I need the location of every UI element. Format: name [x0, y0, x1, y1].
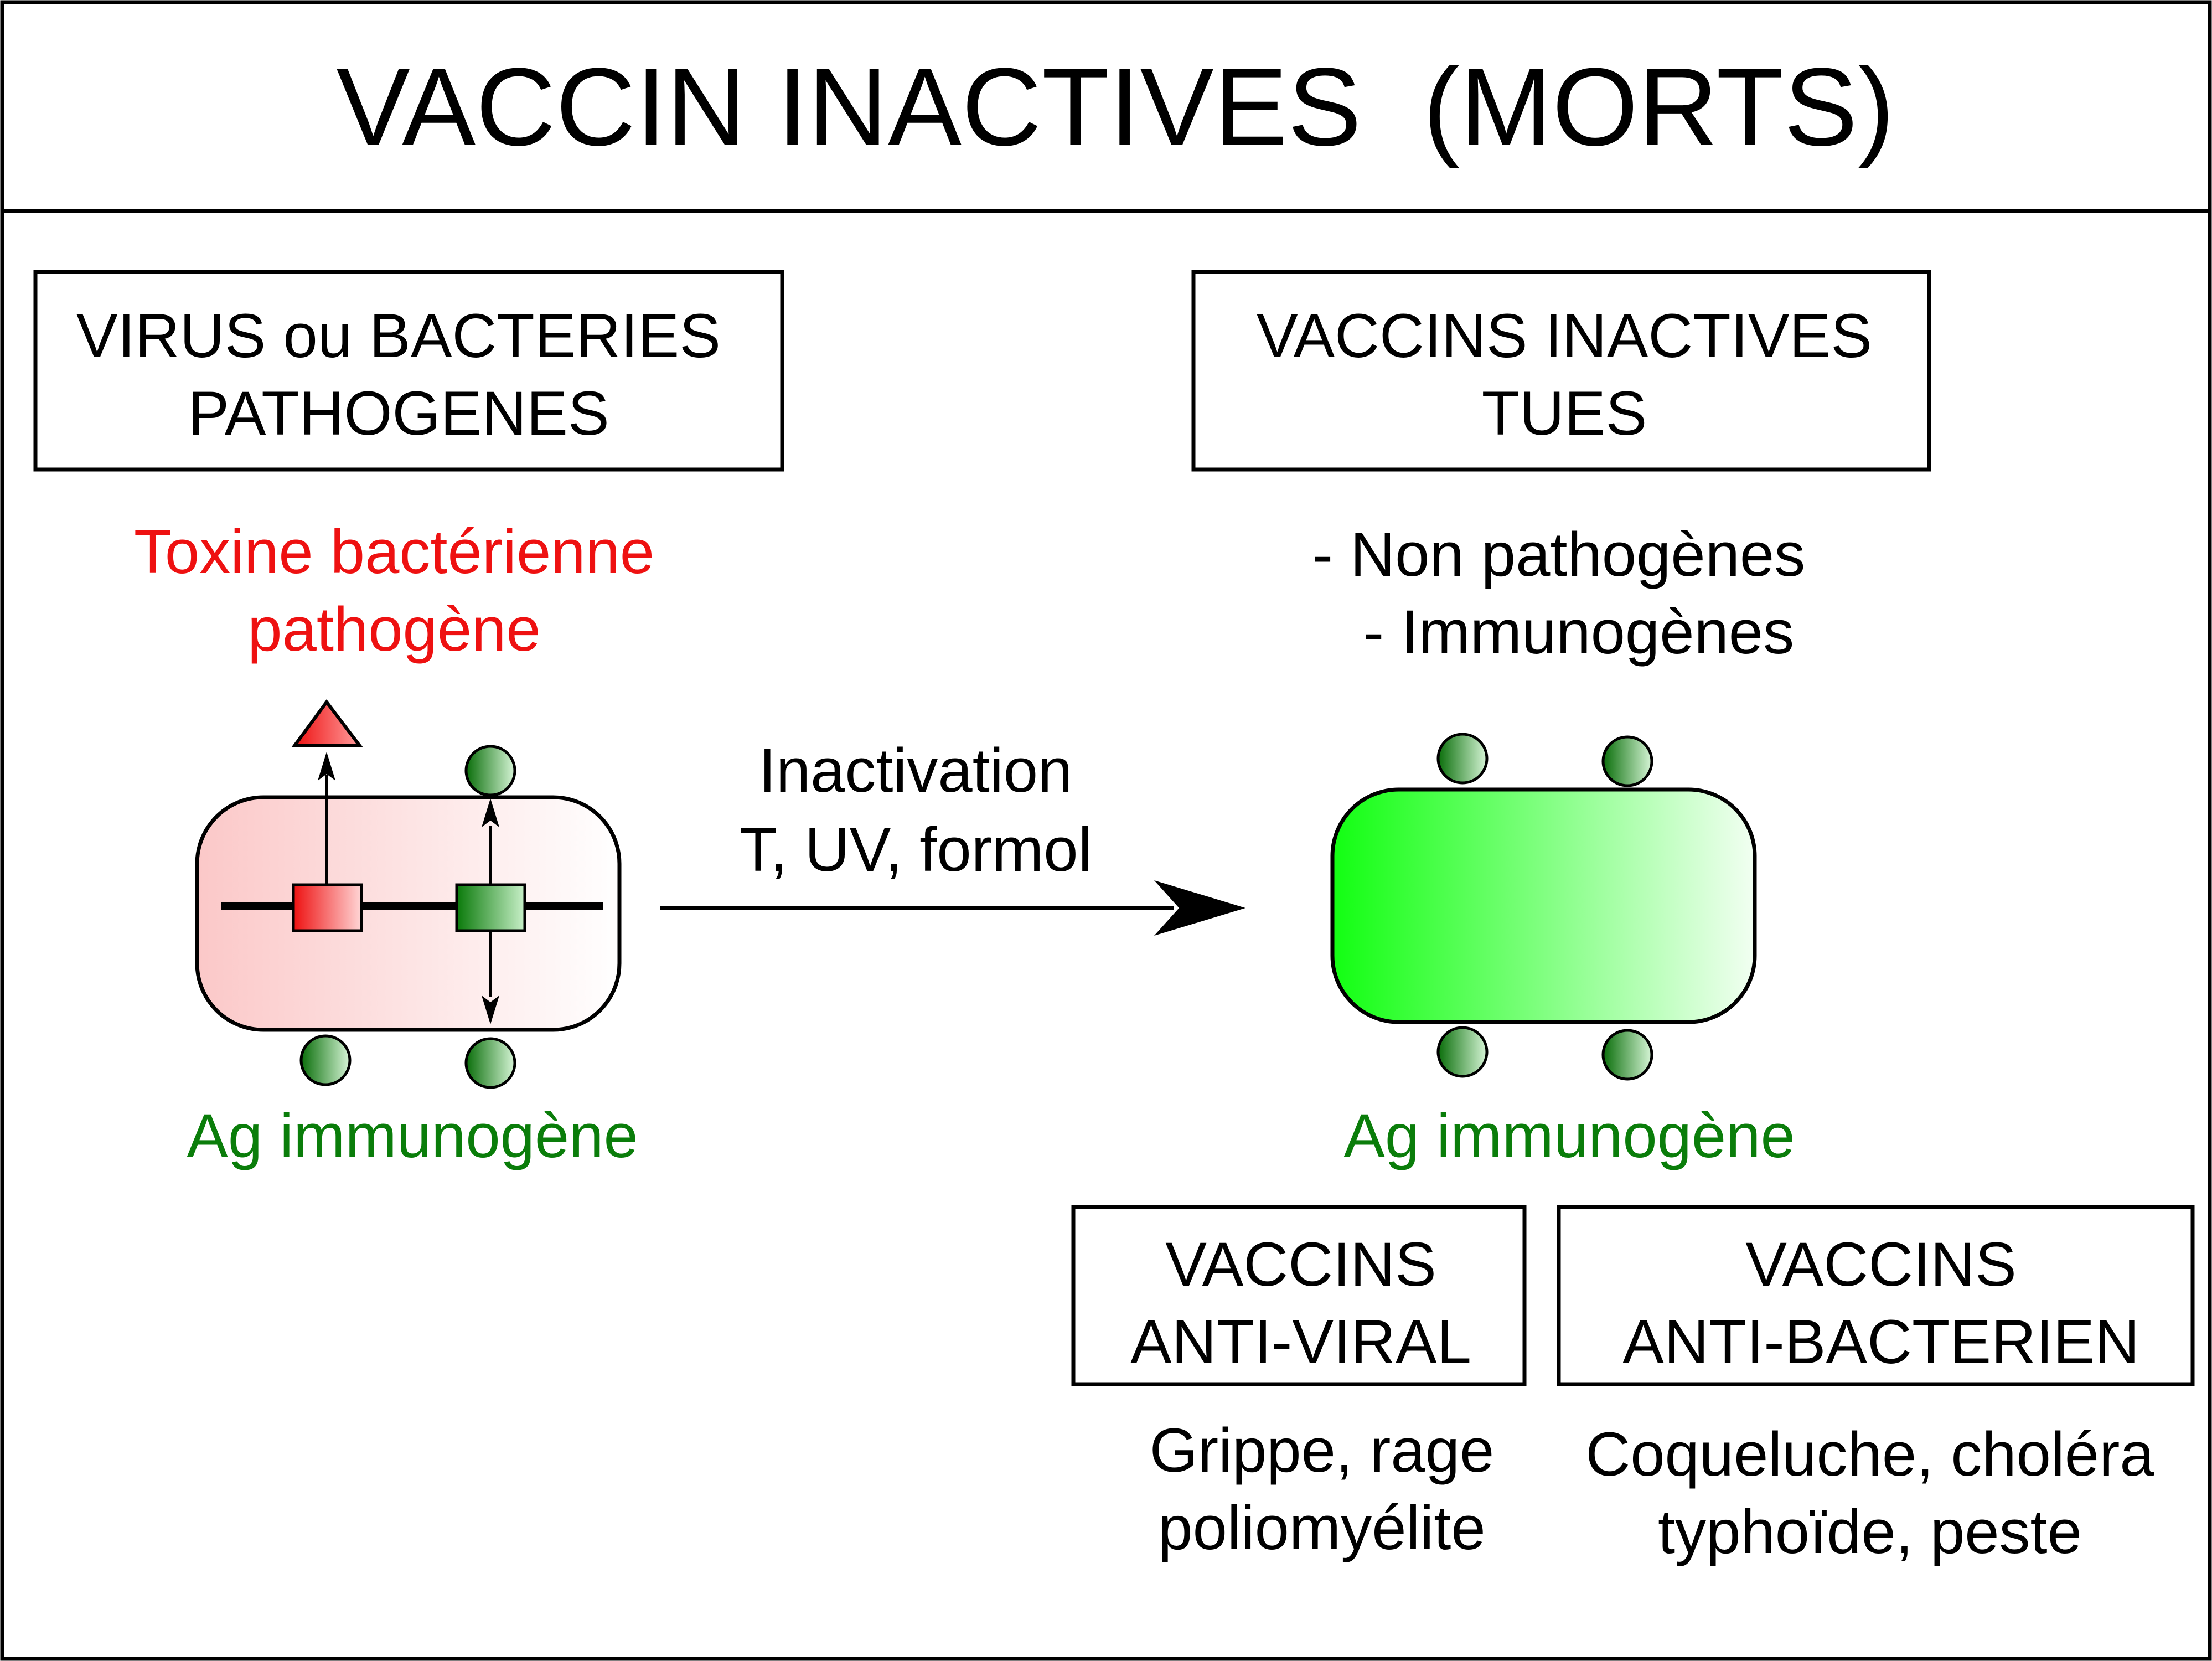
- antibacterial-box: [1557, 1205, 2195, 1386]
- antigen-circle-icon: [1436, 733, 1489, 785]
- inactivated-vaccine-box: [1191, 270, 1931, 472]
- antigen-arrow-head-down: [482, 995, 499, 1024]
- antibacterial-box-line2: ANTI-BACTERIEN: [1622, 1307, 2139, 1376]
- antigen-circle-icon: [464, 745, 516, 797]
- antigen-circle-icon: [1601, 1029, 1653, 1081]
- toxin-label-line2: pathogène: [247, 595, 540, 664]
- pathogen-box-line1: VIRUS ou BACTERIES: [76, 301, 721, 370]
- pathogen-box-line2: PATHOGENES: [188, 379, 609, 448]
- antibacterial-box-line1: VACCINS: [1745, 1230, 2017, 1299]
- antiviral-box-line2: ANTI-VIRAL: [1130, 1307, 1471, 1376]
- antigen-arrow-head-up: [482, 798, 499, 827]
- pathogen-cell: [195, 795, 622, 1032]
- property-non-pathogenic: - Non pathogènes: [1312, 520, 1805, 589]
- process-label-line1: Inactivation: [759, 736, 1073, 805]
- inactivated-vaccine-box-line2: TUES: [1482, 379, 1647, 448]
- toxin-label-line1: Toxine bactérienne: [134, 517, 654, 586]
- toxin-gene: [292, 883, 363, 932]
- antibacterial-examples-line1: Coqueluche, choléra: [1585, 1420, 2154, 1489]
- page-title: VACCIN INACTIVES (MORTS): [336, 45, 1894, 169]
- antigen-circle-icon: [1601, 735, 1653, 787]
- toxin-triangle-icon: [291, 699, 364, 747]
- antibacterial-examples-line2: typhoïde, peste: [1658, 1497, 2082, 1566]
- antigen-label-right: Ag immunogène: [1343, 1101, 1795, 1170]
- inactivated-vaccine-box-line1: VACCINS INACTIVES: [1257, 301, 1872, 370]
- antiviral-examples-line1: Grippe, rage: [1150, 1416, 1495, 1485]
- antiviral-box-line1: VACCINS: [1165, 1230, 1436, 1299]
- antigen-gene: [455, 883, 526, 932]
- antiviral-examples-line2: poliomyélite: [1158, 1493, 1485, 1562]
- inactivated-vaccine-cell: [1330, 787, 1757, 1024]
- pathogen-box: [33, 270, 784, 472]
- inactivation-arrow-head: [1154, 880, 1245, 936]
- antigen-circle-icon: [464, 1037, 516, 1089]
- toxin-arrow-head: [318, 752, 335, 781]
- antiviral-box: [1071, 1205, 1527, 1386]
- antigen-label-left: Ag immunogène: [187, 1101, 638, 1170]
- antigen-circle-icon: [299, 1034, 352, 1086]
- antigen-circle-icon: [1436, 1026, 1489, 1078]
- property-immunogenic: - Immunogènes: [1363, 597, 1794, 667]
- process-label-line2: T, UV, formol: [740, 815, 1092, 884]
